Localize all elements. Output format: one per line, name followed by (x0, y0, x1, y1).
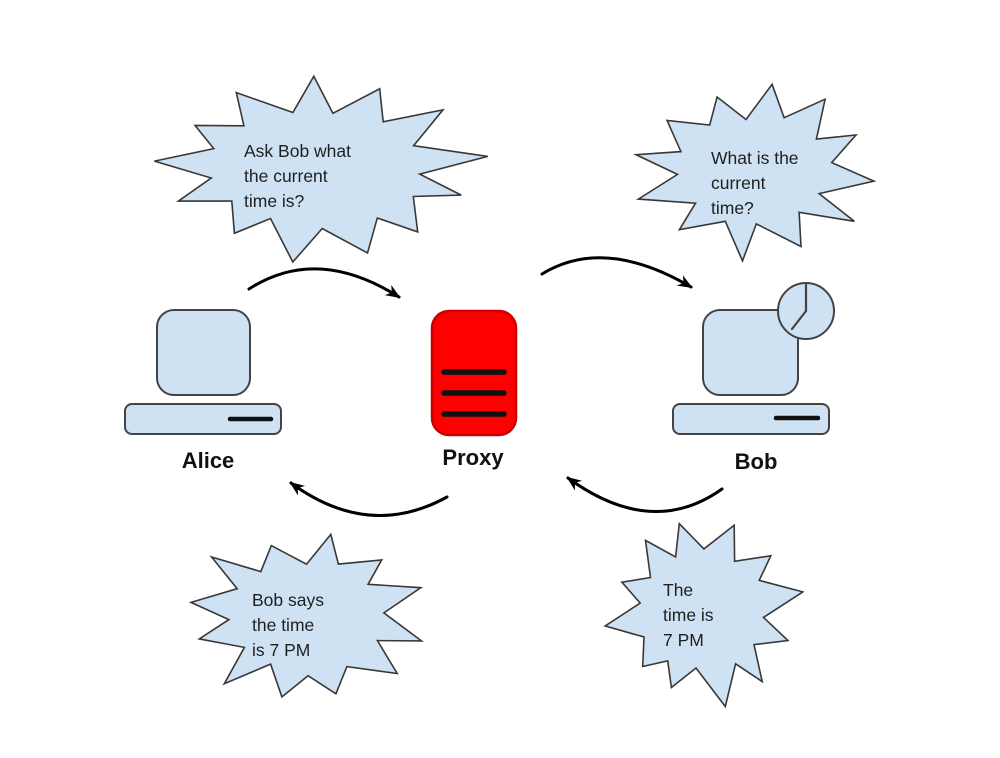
bubble-text-ask-proxy: Ask Bob what the current time is? (244, 141, 351, 211)
bubble-text-reply-to-alice: Bob says the time is 7 PM (252, 590, 324, 660)
arrow-bob-to-proxy (566, 476, 724, 513)
alice-label: Alice (181, 448, 235, 473)
bubble-text-reply-from-bob: The time is 7 PM (663, 580, 714, 650)
bob-monitor-icon (702, 309, 799, 396)
alice-computer-icon (124, 309, 282, 435)
bob-computer-icon (672, 282, 835, 435)
alice-monitor-icon (156, 309, 251, 396)
bob-label: Bob (734, 449, 778, 474)
proxy-server-icon (430, 309, 518, 437)
clock-hour-hand-icon (790, 309, 808, 331)
alice-base-icon (124, 403, 282, 435)
burst-bubble-reply-to-alice (188, 532, 424, 699)
arrow-proxy-to-alice (289, 481, 449, 517)
arrow-proxy-to-bob (540, 256, 693, 289)
burst-bubble-ask-proxy (154, 74, 489, 264)
burst-bubble-ask-bob (633, 82, 877, 264)
burst-bubble-reply-from-bob (603, 521, 805, 709)
bob-base-icon (672, 403, 830, 435)
proxy-label: Proxy (442, 445, 504, 470)
arrow-alice-to-proxy (247, 267, 401, 299)
bubble-text-ask-bob: What is the current time? (711, 148, 799, 218)
